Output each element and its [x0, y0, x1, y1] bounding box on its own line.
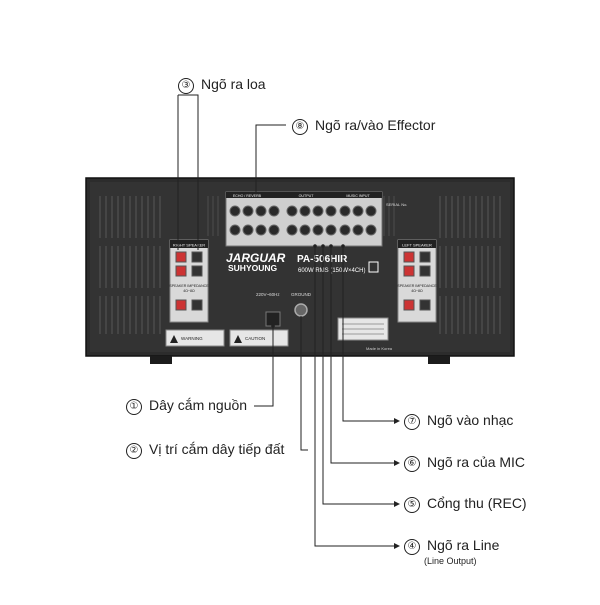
speaker-right-impedance: SPEAKER IMPEDANCE: [169, 284, 209, 288]
callout-music-input: ⑦ Ngõ vào nhạc: [404, 412, 513, 430]
callout-power-cord: ① Dây cắm nguồn: [126, 397, 247, 415]
rca-jacks-row-bottom: [229, 224, 377, 236]
panel-header-input: MUSIC INPUT: [346, 194, 370, 198]
callout-number: ⑥: [404, 456, 420, 472]
leader-rec: [322, 246, 394, 505]
callout-line-output-sub: (Line Output): [424, 556, 477, 566]
warning-labels: WARNING CAUTION: [165, 317, 389, 347]
speaker-terminal-left: LEFT SPEAKER SPEAKER IMPEDANCE 4Ω~8Ω: [397, 239, 437, 323]
panel-header-output: OUTPUT: [299, 194, 315, 198]
jack-panel: ECHO / REVERB OUTPUT MUSIC INPUT: [225, 191, 383, 247]
speaker-left-header: LEFT SPEAKER: [402, 243, 432, 248]
power-label: 220V~60Hz: [256, 292, 280, 297]
callout-ground: ② Vị trí cắm dây tiếp đất: [126, 441, 284, 459]
callout-line-output: ④ Ngõ ra Line: [404, 537, 499, 555]
arrowheads: [394, 418, 400, 549]
leader-effector: [255, 124, 286, 192]
callout-text: Ngõ ra Line: [427, 537, 500, 553]
power-cord-socket: [265, 311, 281, 327]
speaker-right-ohm: 4Ω~8Ω: [183, 289, 195, 293]
model-spec: 600W RMS (150W×4CH): [298, 268, 366, 274]
warning-label-2: CAUTION: [245, 336, 265, 341]
speaker-right-header: RIGHT SPEAKER: [173, 243, 205, 248]
callout-text: Dây cắm nguồn: [149, 397, 248, 413]
leader-dots: [271, 244, 345, 328]
brand-bottom: SUHYOUNG: [228, 263, 278, 273]
callout-number: ③: [178, 78, 194, 94]
speaker-left-impedance: SPEAKER IMPEDANCE: [397, 284, 437, 288]
callout-text: Ngõ ra/vào Effector: [315, 117, 436, 133]
callout-effector: ⑧ Ngõ ra/vào Effector: [292, 117, 435, 135]
vent-right: [439, 196, 501, 334]
callout-text: Ngõ ra loa: [201, 76, 266, 92]
callout-number: ⑧: [292, 119, 308, 135]
callout-mic-output: ⑥ Ngõ ra của MIC: [404, 454, 525, 472]
leader-lines: [177, 94, 394, 547]
callout-number: ①: [126, 399, 142, 415]
leader-power: [254, 326, 274, 407]
callout-rec: ⑤ Cổng thu (REC): [404, 495, 527, 513]
speaker-terminal-right: RIGHT SPEAKER SPEAKER IMPEDANCE 4Ω~8Ω: [169, 239, 209, 323]
panel-header-effector: ECHO / REVERB: [233, 194, 262, 198]
ground-label: GROUND: [291, 292, 312, 297]
made-in-label: Made in Korea: [366, 346, 393, 351]
leader-speaker-output-right: [178, 94, 199, 250]
leader-mic-output: [330, 246, 394, 464]
speaker-left-ohm: 4Ω~8Ω: [411, 289, 423, 293]
callout-number: ④: [404, 539, 420, 555]
leader-music-input: [342, 246, 394, 422]
warning-label-1: WARNING: [181, 336, 203, 341]
brand-top: JARGUAR: [226, 251, 286, 265]
callout-number: ⑤: [404, 497, 420, 513]
leader-line-output: [314, 246, 394, 547]
serial-label: SERIAL No.: [386, 202, 407, 207]
vent-center: [207, 196, 395, 236]
callout-text: Vị trí cắm dây tiếp đất: [149, 441, 285, 457]
rca-jacks-row-top: [229, 205, 377, 217]
callout-speaker-output: ③ Ngõ ra loa: [178, 76, 266, 94]
callout-text: Cổng thu (REC): [427, 495, 527, 511]
vent-left: [99, 196, 161, 334]
callout-number: ⑦: [404, 414, 420, 430]
callout-text: Ngõ ra của MIC: [427, 454, 526, 470]
ground-terminal: [294, 303, 308, 317]
leader-ground: [300, 316, 308, 451]
callout-text: Ngõ vào nhạc: [427, 412, 514, 428]
callout-number: ②: [126, 443, 142, 459]
